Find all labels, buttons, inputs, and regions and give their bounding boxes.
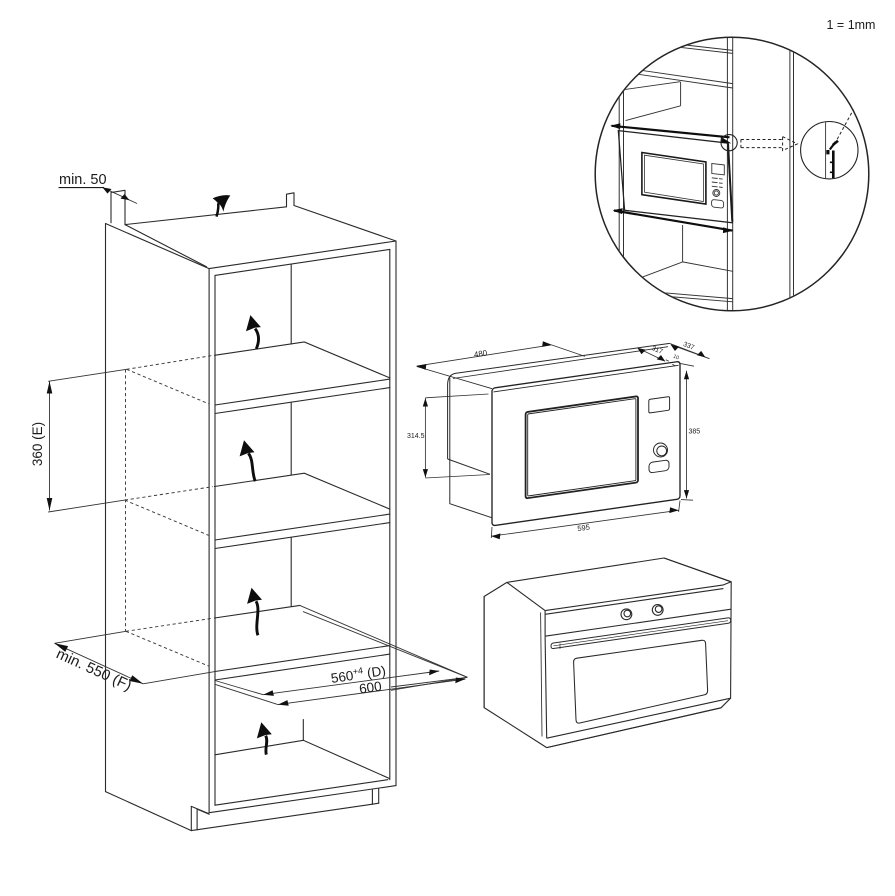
svg-text:314.5: 314.5 [407,433,425,440]
svg-text:1 = 1mm: 1 = 1mm [827,18,876,32]
svg-text:385: 385 [689,429,701,436]
svg-text:600: 600 [358,678,382,696]
svg-text:min. 50: min. 50 [59,172,107,188]
svg-text:337: 337 [682,341,695,352]
svg-text:10: 10 [672,354,680,362]
svg-text:360 (E): 360 (E) [30,422,45,466]
svg-text:317: 317 [650,345,663,356]
svg-text:480: 480 [473,348,488,359]
svg-text:595: 595 [577,522,591,533]
